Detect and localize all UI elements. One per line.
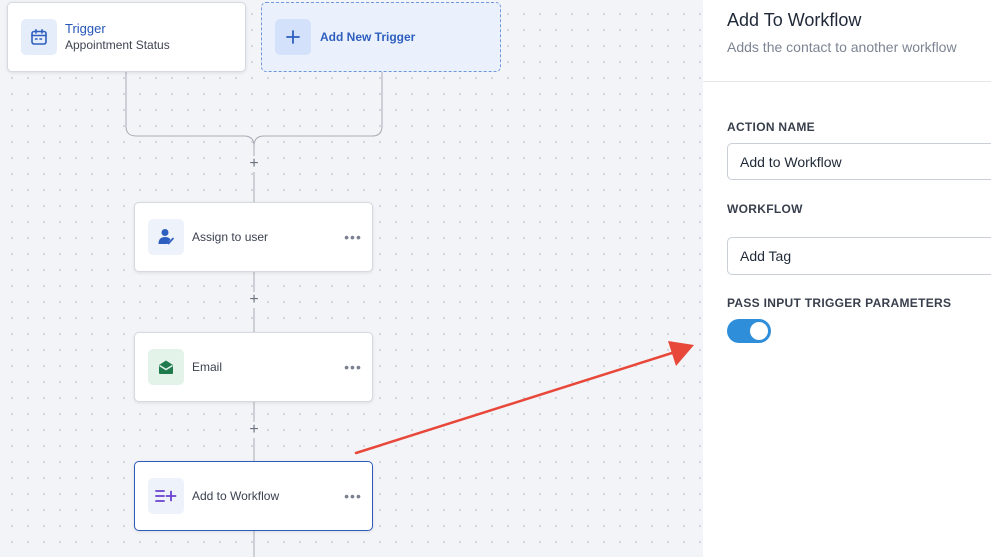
pass-params-label: PASS INPUT TRIGGER PARAMETERS [727,296,952,310]
more-options-icon[interactable]: ••• [344,229,362,245]
panel-subtitle: Adds the contact to another workflow [727,39,957,55]
action-label: Assign to user [192,230,269,244]
add-new-trigger-button[interactable]: Add New Trigger [261,2,501,72]
pass-params-toggle[interactable] [727,319,771,343]
action-label: Add to Workflow [192,489,280,503]
envelope-icon [148,349,184,385]
add-step-button[interactable]: + [246,156,262,172]
workflow-select-value: Add Tag [740,248,792,264]
workflow-select[interactable]: Add Tag [727,237,991,275]
calendar-icon [21,19,57,55]
workflow-add-icon [148,478,184,514]
action-card-assign-user[interactable]: Assign to user ••• [134,202,373,272]
action-settings-panel: Add To Workflow Adds the contact to anot… [703,0,991,557]
panel-header: Add To Workflow Adds the contact to anot… [703,0,991,82]
trigger-text: Trigger Appointment Status [65,20,170,54]
workflow-label: WORKFLOW [727,202,803,216]
action-card-email[interactable]: Email ••• [134,332,373,402]
add-step-button[interactable]: + [246,292,262,308]
workflow-canvas[interactable]: + + + Trigger Appointment Status [0,0,703,557]
action-label: Email [192,360,223,374]
add-step-button[interactable]: + [246,422,262,438]
trigger-title: Trigger [65,21,106,36]
action-card-add-to-workflow[interactable]: Add to Workflow ••• [134,461,373,531]
panel-title: Add To Workflow [727,10,862,30]
add-new-trigger-label: Add New Trigger [320,30,416,44]
toggle-knob [750,322,768,340]
action-name-label: ACTION NAME [727,120,815,134]
action-name-input[interactable] [727,143,991,180]
more-options-icon[interactable]: ••• [344,488,362,504]
trigger-card[interactable]: Trigger Appointment Status [7,2,246,72]
more-options-icon[interactable]: ••• [344,359,362,375]
user-assign-icon [148,219,184,255]
trigger-subtitle: Appointment Status [65,38,170,52]
connector-lines [125,72,383,557]
plus-icon [275,19,311,55]
